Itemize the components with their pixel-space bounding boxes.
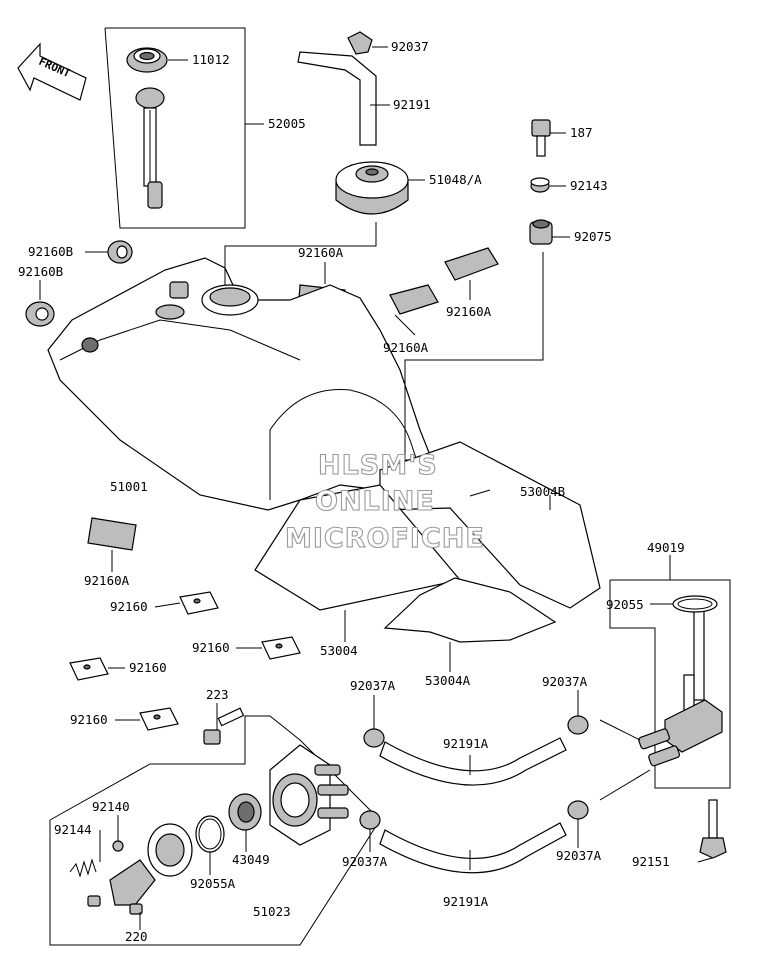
label-92037: 92037 <box>391 39 429 54</box>
breather-hose-92191 <box>297 31 377 146</box>
label-92144: 92144 <box>54 822 92 837</box>
pad-92160a-3 <box>389 284 439 315</box>
hose-92191a-upper <box>379 737 567 786</box>
o-ring-92055 <box>672 595 718 613</box>
label-92055: 92055 <box>606 597 644 612</box>
label-187: 187 <box>570 125 593 140</box>
pad-92160a-2 <box>444 247 499 281</box>
watermark-line-3: MICROFICHE <box>285 523 485 554</box>
label-92143: 92143 <box>570 178 608 193</box>
screw-220 <box>87 895 143 915</box>
bracket-49019 <box>609 579 731 789</box>
label-92160a-1: 92160A <box>298 245 344 260</box>
label-92160a-4: 92160A <box>84 573 130 588</box>
label-53004a: 53004A <box>425 673 471 688</box>
label-92160a-3: 92160A <box>383 340 429 355</box>
watermark-line-2: ONLINE <box>315 486 435 517</box>
clip-92160-2 <box>261 636 301 660</box>
grommet-92160b-2 <box>25 301 55 327</box>
clamp-92037a-2 <box>567 715 589 735</box>
hose-92191a-lower <box>379 822 567 874</box>
part-labels: 11012 52005 92037 92191 51048/A 187 9214… <box>18 39 685 944</box>
lever-plate <box>109 823 193 906</box>
label-53004: 53004 <box>320 643 358 658</box>
insulator-53004 <box>254 484 462 611</box>
clamp-92037a-4 <box>567 800 589 820</box>
label-52005: 52005 <box>268 116 306 131</box>
label-92037a-3: 92037A <box>342 854 388 869</box>
label-92160-2: 92160 <box>192 640 230 655</box>
label-92191a-2: 92191A <box>443 894 489 909</box>
label-92037a-1: 92037A <box>350 678 396 693</box>
pad-92160a-4 <box>87 517 137 551</box>
leader-lines <box>39 46 713 930</box>
clip-92160-3 <box>69 657 109 681</box>
bracket-52005 <box>104 27 246 229</box>
label-92140: 92140 <box>92 799 130 814</box>
label-92055a: 92055A <box>190 876 236 891</box>
label-92191: 92191 <box>393 97 431 112</box>
label-53004b: 53004B <box>520 484 565 499</box>
fuel-gauge-52005 <box>135 87 165 209</box>
damper-92075 <box>529 219 553 245</box>
spring-92144 <box>69 858 97 878</box>
label-220: 220 <box>125 929 148 944</box>
label-92160a-2: 92160A <box>446 304 492 319</box>
o-ring-92055a <box>195 815 225 853</box>
bolt-223 <box>203 707 245 745</box>
watermark-line-1: HLSM'S <box>318 450 438 481</box>
label-11012: 11012 <box>192 52 230 67</box>
bolt-187 <box>531 119 551 157</box>
front-arrow-icon: FRONT <box>17 42 87 101</box>
grommet-11012 <box>126 47 168 73</box>
label-92151: 92151 <box>632 854 670 869</box>
fuel-cap-51048 <box>335 161 409 215</box>
ball-92140 <box>112 840 124 852</box>
label-223: 223 <box>206 687 229 702</box>
gasket-43049 <box>228 793 262 831</box>
label-92191a-1: 92191A <box>443 736 489 751</box>
insulator-53004a <box>383 577 557 643</box>
label-49019: 49019 <box>647 540 685 555</box>
label-51023: 51023 <box>253 904 291 919</box>
label-92160-3: 92160 <box>129 660 167 675</box>
bracket-51023 <box>49 715 381 946</box>
clip-92160-1 <box>179 591 219 615</box>
label-92160b-1: 92160B <box>28 244 73 259</box>
collar-92143 <box>530 177 550 193</box>
label-51048a: 51048/A <box>429 172 482 187</box>
grommet-92160b-1 <box>107 240 133 264</box>
label-92160-1: 92160 <box>110 599 148 614</box>
label-92037a-2: 92037A <box>542 674 588 689</box>
insulator-53004b <box>379 441 601 609</box>
fuel-tank-51001 <box>47 257 441 511</box>
label-51001: 51001 <box>110 479 148 494</box>
bolt-92151 <box>699 799 727 859</box>
label-92160b-2: 92160B <box>18 264 63 279</box>
watermark: HLSM'S ONLINE MICROFICHE <box>284 449 485 554</box>
clamp-92037a-3 <box>359 810 381 830</box>
label-92075: 92075 <box>574 229 612 244</box>
label-92037a-4: 92037A <box>556 848 602 863</box>
label-92160-4: 92160 <box>70 712 108 727</box>
fuel-tap-49019 <box>638 609 723 767</box>
fuel-cock-51023 <box>269 744 349 846</box>
clip-92160-4 <box>139 707 179 731</box>
clamp-92037a-1 <box>363 728 385 748</box>
label-43049: 43049 <box>232 852 270 867</box>
